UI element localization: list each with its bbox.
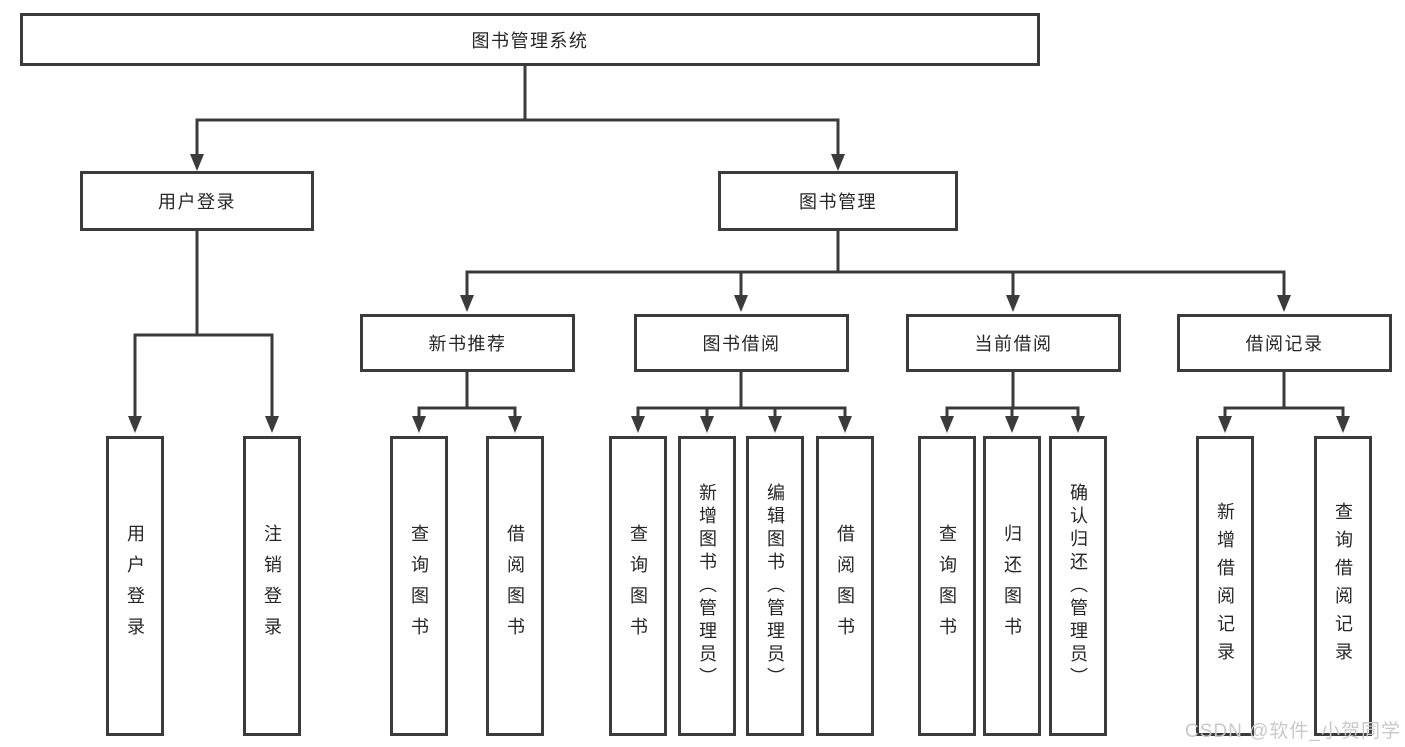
leaf-user-login: 用户登录 bbox=[106, 436, 164, 736]
leaf-edit-book-admin-label: 编辑图书（管理员） bbox=[765, 482, 785, 690]
leaf-edit-book-admin: 编辑图书（管理员） bbox=[746, 436, 804, 736]
leaf-query-books-recommend-label: 查询图书 bbox=[409, 524, 429, 648]
leaf-logout-label: 注销登录 bbox=[262, 524, 282, 648]
leaf-borrow-books-recommend-label: 借阅图书 bbox=[505, 524, 525, 648]
leaf-add-book-admin: 新增图书（管理员） bbox=[678, 436, 736, 736]
leaf-add-book-admin-label: 新增图书（管理员） bbox=[697, 482, 717, 690]
node-root: 图书管理系统 bbox=[20, 13, 1040, 66]
node-borrow-records: 借阅记录 bbox=[1177, 314, 1392, 372]
csdn-watermark: CSDN @软件_小贺同学 bbox=[1185, 721, 1401, 742]
node-book-management-label: 图书管理 bbox=[799, 192, 877, 212]
leaf-query-books-borrow-label: 查询图书 bbox=[628, 524, 648, 648]
node-root-label: 图书管理系统 bbox=[471, 30, 589, 51]
leaf-logout: 注销登录 bbox=[243, 436, 301, 736]
leaf-add-borrow-record-label: 新增借阅记录 bbox=[1215, 502, 1235, 670]
node-new-book-recommend: 新书推荐 bbox=[360, 314, 575, 372]
leaf-return-book-label: 归还图书 bbox=[1002, 524, 1022, 648]
leaf-query-borrow-record-label: 查询借阅记录 bbox=[1333, 502, 1353, 670]
leaf-borrow-books-recommend: 借阅图书 bbox=[486, 436, 544, 736]
node-borrow-records-label: 借阅记录 bbox=[1245, 334, 1324, 354]
leaf-add-borrow-record: 新增借阅记录 bbox=[1196, 436, 1254, 736]
leaf-borrow-books-borrow: 借阅图书 bbox=[816, 436, 874, 736]
leaf-return-book: 归还图书 bbox=[983, 436, 1041, 736]
leaf-user-login-label: 用户登录 bbox=[125, 524, 145, 648]
leaf-confirm-return-admin-label: 确认归还（管理员） bbox=[1068, 482, 1088, 690]
node-book-borrow: 图书借阅 bbox=[634, 314, 849, 372]
leaf-query-borrow-record: 查询借阅记录 bbox=[1314, 436, 1372, 736]
node-new-book-recommend-label: 新书推荐 bbox=[428, 334, 507, 354]
leaf-borrow-books-borrow-label: 借阅图书 bbox=[835, 524, 855, 648]
node-current-borrow: 当前借阅 bbox=[906, 314, 1121, 372]
node-user-login-label: 用户登录 bbox=[158, 192, 236, 212]
leaf-query-books-borrow: 查询图书 bbox=[609, 436, 667, 736]
node-book-management: 图书管理 bbox=[718, 171, 958, 231]
node-user-login: 用户登录 bbox=[80, 171, 314, 231]
leaf-confirm-return-admin: 确认归还（管理员） bbox=[1049, 436, 1107, 736]
leaf-query-books-current-label: 查询图书 bbox=[937, 524, 957, 648]
leaf-query-books-recommend: 查询图书 bbox=[390, 436, 448, 736]
node-book-borrow-label: 图书借阅 bbox=[702, 334, 781, 354]
node-current-borrow-label: 当前借阅 bbox=[974, 334, 1053, 354]
leaf-query-books-current: 查询图书 bbox=[918, 436, 976, 736]
